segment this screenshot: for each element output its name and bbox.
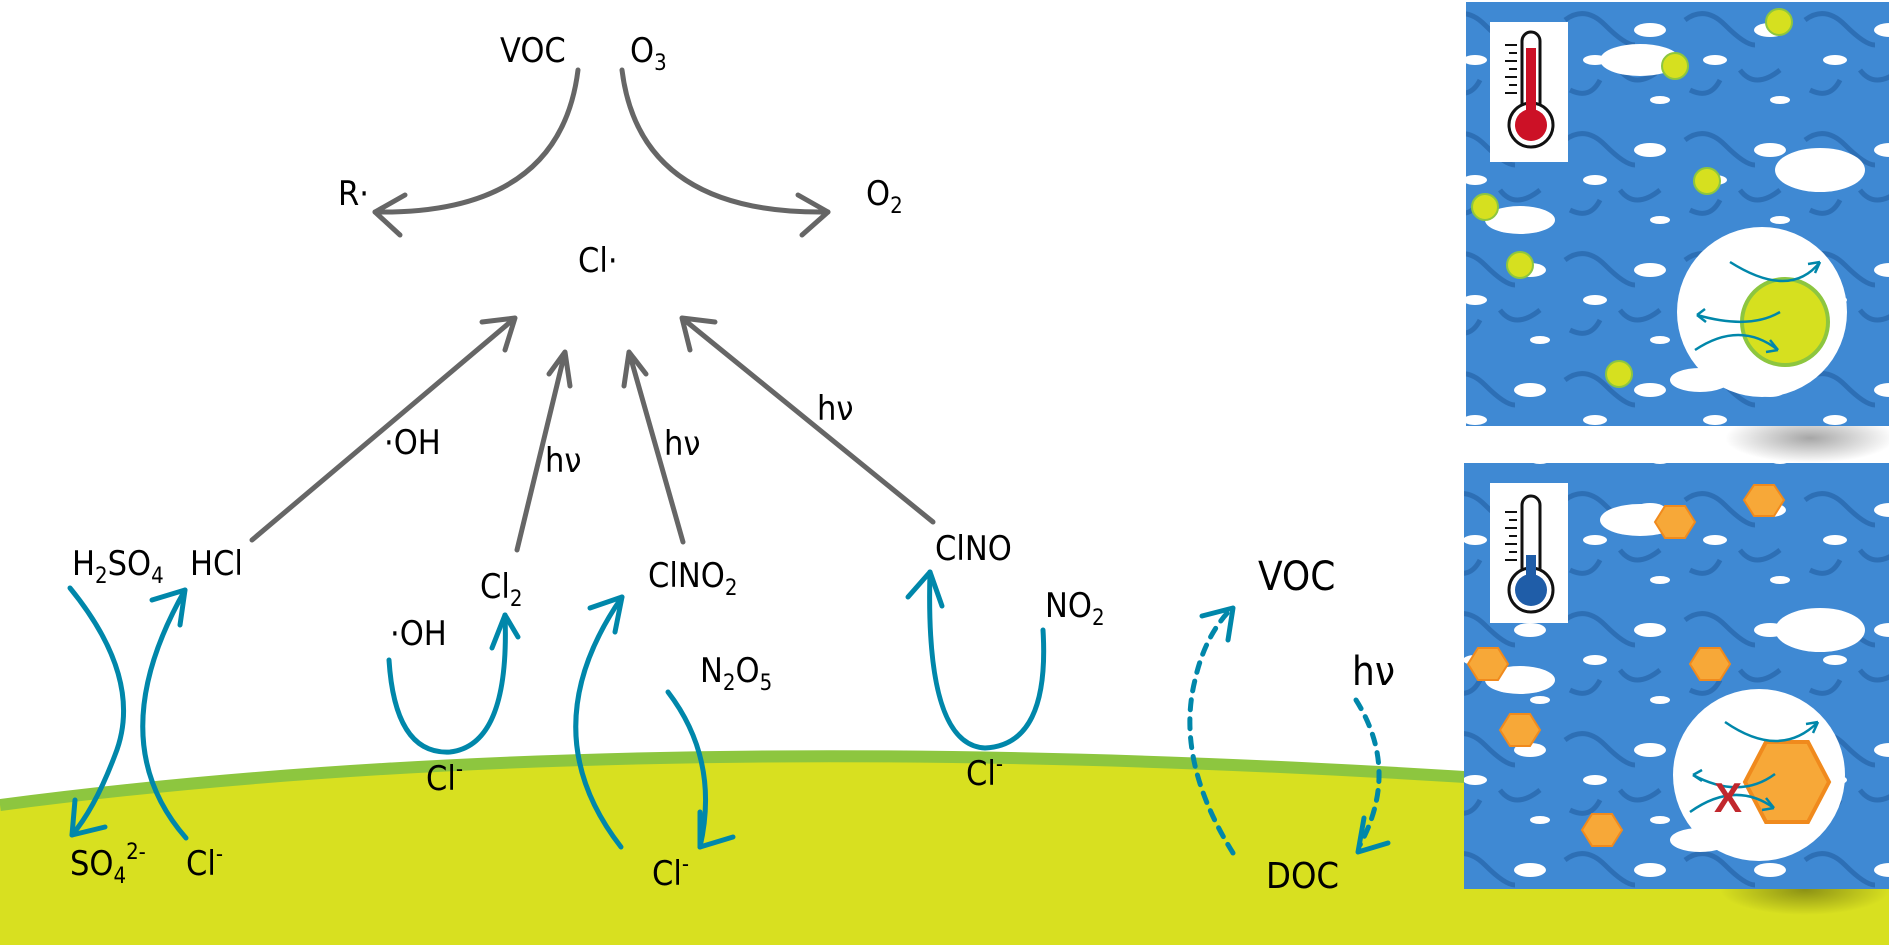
- h2so4-to-so4-arrow: [67, 585, 127, 838]
- voc-to-r-arrow: [372, 67, 581, 215]
- arrowhead: [1355, 815, 1391, 855]
- thermometer-fill: [1526, 48, 1536, 126]
- surface-fill: [0, 756, 1889, 945]
- particle-hexagon: [1580, 813, 1624, 847]
- particle-large: [1742, 740, 1832, 824]
- o3-label: O3: [630, 31, 667, 76]
- cl2-arrow-label: hν: [545, 441, 581, 481]
- particle-circle: [1765, 8, 1793, 36]
- cl2-label: Cl2: [480, 567, 522, 612]
- so4-label: SO42-: [70, 840, 146, 889]
- cl-minus-label: Cl-: [186, 842, 223, 884]
- doc-label: DOC: [1266, 856, 1339, 897]
- o2-label: O2: [866, 174, 903, 219]
- blocked-x-icon: X: [1714, 774, 1742, 821]
- n2o5-to-cl-arrow: [665, 689, 709, 850]
- oh-label: ·OH: [390, 614, 447, 654]
- arrowhead: [1199, 605, 1236, 643]
- cl-minus-label: Cl-: [652, 852, 689, 894]
- hv-to-doc-dashed-arrow: [1353, 697, 1382, 848]
- arrowhead: [489, 612, 521, 651]
- particle-hexagon: [1742, 484, 1786, 517]
- surface-arrows: [67, 569, 1391, 856]
- cl-minus-label: Cl-: [966, 752, 1003, 794]
- thermometer-cold-icon: [1505, 494, 1555, 614]
- hcl-label: HCl: [190, 544, 243, 584]
- particle-circle: [1693, 167, 1721, 195]
- clno-arrow-label: hν: [817, 389, 853, 429]
- r-radical-label: R·: [338, 174, 369, 214]
- arrowhead: [69, 797, 108, 838]
- cl2-to-cl-arrow: [514, 349, 573, 553]
- clno2-arrow-label: hν: [664, 424, 700, 464]
- cl-radical-label: Cl·: [578, 241, 618, 281]
- diffusion-arrows: [1694, 260, 1822, 354]
- no2-cl-to-clno-loop: [927, 569, 1047, 751]
- warm-panel: [1466, 2, 1889, 426]
- arrowhead: [149, 587, 188, 628]
- no2-label: NO2: [1045, 586, 1105, 631]
- particle-hexagon: [1688, 647, 1732, 681]
- h2so4-label: H2SO4: [72, 544, 164, 589]
- cl-to-clno2-arrow: [573, 594, 625, 850]
- thermometer-warm-icon: [1505, 30, 1555, 149]
- o3-to-o2-arrow: [619, 67, 831, 215]
- arrowhead: [587, 594, 625, 635]
- particle-hexagon: [1653, 505, 1697, 539]
- arrowhead: [905, 569, 945, 609]
- particle-circle: [1605, 360, 1633, 388]
- diffusion-arrows: [1689, 720, 1820, 814]
- top-cycle: VOC O3 R· O2 Cl·: [338, 31, 903, 281]
- clno-label: ClNO: [935, 529, 1012, 569]
- clno2-label: ClNO2: [648, 556, 737, 601]
- surface-species: SO42- Cl- Cl- Cl- Cl- DOC: [70, 752, 1339, 897]
- oh-cl-to-cl2-loop: [386, 612, 508, 755]
- clno2-to-cl-arrow: [621, 349, 686, 545]
- hcl-arrow-label: ·OH: [384, 423, 441, 463]
- particles: [1466, 484, 1786, 847]
- voc-label: VOC: [500, 31, 566, 71]
- clno-to-cl-arrow: [679, 315, 936, 525]
- cold-panel: X: [1464, 463, 1889, 889]
- arrowhead: [372, 192, 408, 238]
- particle-hexagon: [1466, 647, 1510, 681]
- cl-to-hcl-arrow: [140, 587, 189, 841]
- arrowhead: [697, 809, 736, 850]
- particles: [1471, 8, 1793, 388]
- voc-gas-label: VOC: [1258, 554, 1335, 600]
- doc-to-voc-dashed-arrow: [1187, 605, 1236, 856]
- particle-circle: [1506, 251, 1534, 279]
- n2o5-label: N2O5: [700, 651, 772, 696]
- gas-species: H2SO4 HCl ·OH Cl2 ClNO2 N2O5 ClNO NO2 VO…: [72, 529, 1395, 696]
- particle-circle: [1471, 193, 1499, 221]
- hv-label: hν: [1352, 649, 1395, 695]
- cl-minus-label: Cl-: [426, 757, 463, 799]
- particle-circle: [1661, 52, 1689, 80]
- particle-hexagon: [1498, 713, 1542, 747]
- thermometer-fill: [1526, 555, 1536, 591]
- arrowhead: [795, 192, 831, 238]
- hcl-to-cl-arrow: [249, 315, 518, 543]
- cl-formation-arrows: ·OH hν hν hν: [249, 315, 936, 553]
